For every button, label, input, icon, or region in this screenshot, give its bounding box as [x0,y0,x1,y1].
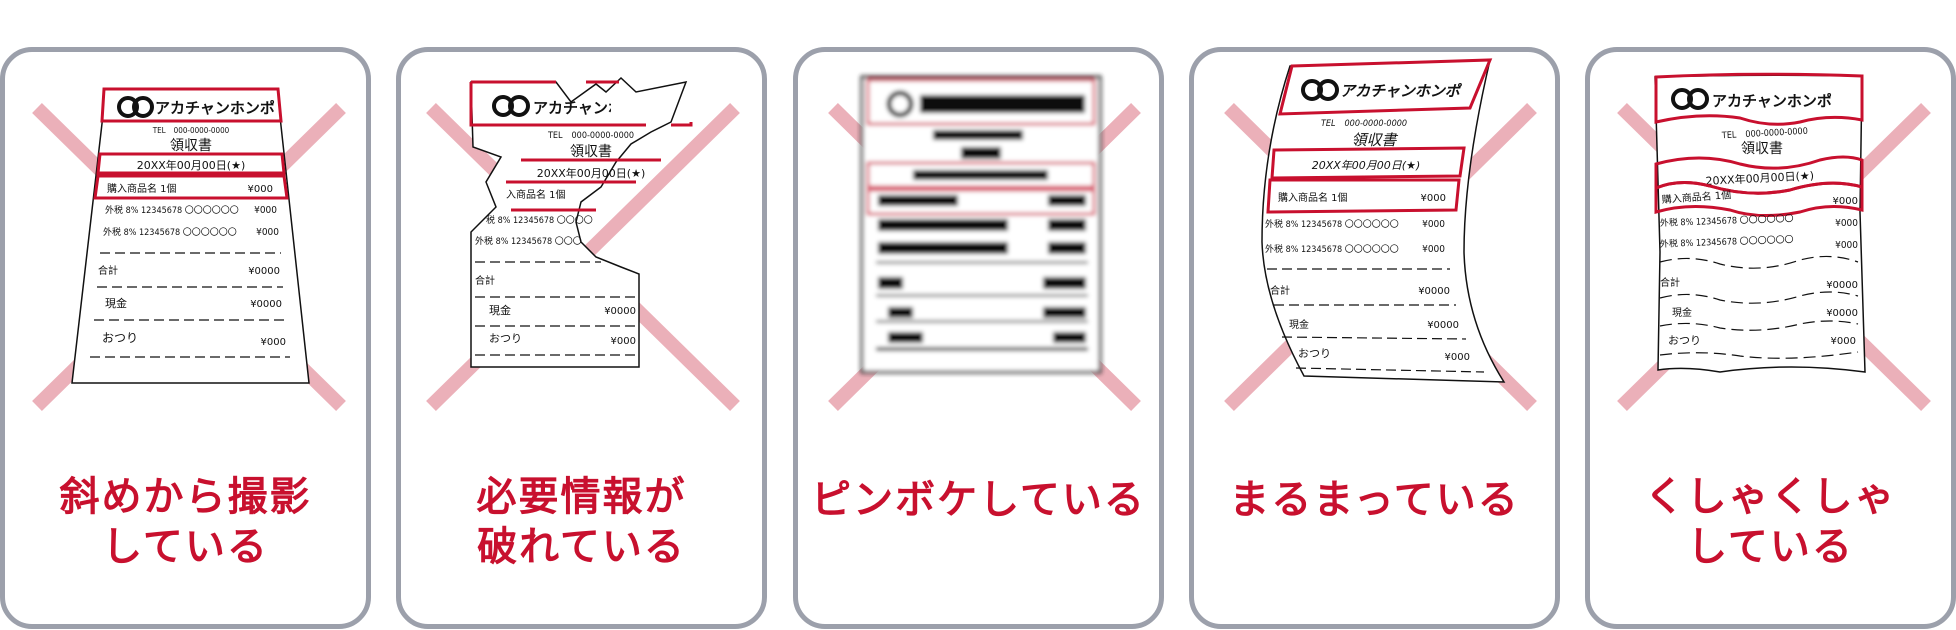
skewed-receipt-illustration: アカチャンホンポ TEL 000-0000-0000 領収書 20XX年00月0… [32,87,346,411]
date: 20XX年00月00日(★) [137,158,246,172]
receipt-title: 領収書 [570,143,612,160]
total-value: ¥0000 [1826,280,1858,291]
card-blurry: ピンボケしている [793,47,1164,629]
store-name: アカチャンホンポ [155,99,275,117]
curled-receipt-illustration: アカチャンホンポ TEL 000-0000-0000 領収書 20XX年00月0… [1224,58,1537,411]
item-name: 購入商品名 1個 [107,182,177,195]
change-value: ¥000 [1831,336,1856,347]
tax-line: 外税 8% 12345678 〇〇〇〇〇〇 [1265,243,1399,255]
total-value: ¥0000 [248,266,280,277]
tax-price: ¥000 [1422,244,1445,255]
item-name-partial: 入商品名 1個 [506,188,566,201]
card-label: くしゃくしゃ している [1590,472,1951,572]
tax-price: ¥000 [1422,219,1445,230]
tax-line: 外税 8% 12345678 〇〇〇〇〇〇 [1265,218,1399,230]
cash-label: 現金 [1289,318,1309,331]
cash-value: ¥0000 [250,299,282,310]
receipt-blurred [860,75,1102,374]
card-label: 斜めから撮影 している [5,472,366,572]
date: 20XX年00月00日(★) [537,166,646,180]
cash-label: 現金 [105,296,127,310]
receipt-torn: アカチャンホンポ TEL 000-0000-0000 領収書 20XX年00月0… [469,76,693,368]
tel: TEL 000-0000-0000 [1721,127,1808,142]
store-logo-icon [117,96,154,118]
change-value: ¥000 [611,336,636,347]
item-price: ¥000 [1833,196,1858,207]
receipt-title: 領収書 [1351,131,1398,149]
cash-label: 現金 [1672,306,1692,319]
label-line-1: くしゃくしゃ [1644,474,1897,520]
label-line-2: している [102,524,269,570]
total-label: 合計 [475,274,495,287]
tax-price: ¥000 [256,227,279,238]
label-line-1: まるまっている [1229,477,1520,523]
receipt-title: 領収書 [1741,140,1783,157]
card-curled: アカチャンホンポ TEL 000-0000-0000 領収書 20XX年00月0… [1189,47,1560,629]
card-crumpled: アカチャンホンポ TEL 000-0000-0000 領収書 20XX年00月0… [1585,47,1956,629]
label-line-2: 破れている [477,524,686,570]
torn-receipt-illustration: アカチャンホンポ TEL 000-0000-0000 領収書 20XX年00月0… [426,76,740,411]
change-value: ¥000 [1445,352,1470,363]
cash-label: 現金 [489,303,511,317]
change-label: おつり [489,332,522,345]
receipt-skewed: アカチャンホンポ TEL 000-0000-0000 領収書 20XX年00月0… [71,87,310,384]
item-price: ¥000 [1421,193,1446,204]
card-torn: アカチャンホンポ TEL 000-0000-0000 領収書 20XX年00月0… [396,47,767,629]
total-label: 合計 [1270,284,1290,297]
card-label: ピンボケしている [798,475,1159,525]
change-label: おつり [102,331,138,345]
tel: TEL 000-0000-0000 [152,126,230,135]
change-label: おつり [1668,334,1701,347]
tax-line: 外税 8% 12345678 〇〇〇〇〇〇 [105,204,239,216]
store-name: アカチャンホンポ [1340,82,1463,100]
label-line-1: ピンボケしている [811,477,1146,523]
total-value: ¥0000 [1418,286,1450,297]
label-line-2: している [1687,524,1854,570]
blurry-receipt-illustration [828,75,1141,411]
date: 20XX年00月00日(★) [1705,168,1814,188]
total-label: 合計 [1660,276,1680,289]
tax-price: ¥000 [1835,240,1858,251]
cash-value: ¥0000 [1826,308,1858,319]
receipt-curled: アカチャンホンポ TEL 000-0000-0000 領収書 20XX年00月0… [1261,58,1506,383]
card-label: まるまっている [1194,475,1555,525]
tax-line-partial: 外税 8% 12345678 〇〇〇 [475,235,582,247]
change-label: おつり [1298,347,1331,360]
tax-price: ¥000 [254,205,277,216]
total-label: 合計 [98,264,118,277]
tax-line: 外税 8% 12345678 〇〇〇〇〇〇 [103,226,237,238]
receipt-crumpled: アカチャンホンポ TEL 000-0000-0000 領収書 20XX年00月0… [1654,72,1866,373]
tel: TEL 000-0000-0000 [547,131,634,141]
store-name: アカチャンホンポ [1712,92,1832,110]
item-name: 購入商品名 1個 [1278,191,1348,204]
item-price: ¥000 [248,184,273,195]
receipt-title: 領収書 [170,137,212,154]
cash-value: ¥0000 [604,306,636,317]
card-skewed: アカチャンホンポ TEL 000-0000-0000 領収書 20XX年00月0… [0,47,371,629]
change-value: ¥000 [261,337,286,348]
card-label: 必要情報が 破れている [401,472,762,572]
date: 20XX年00月00日(★) [1312,159,1421,172]
crumpled-receipt-illustration: アカチャンホンポ TEL 000-0000-0000 領収書 20XX年00月0… [1617,72,1931,411]
cash-value: ¥0000 [1427,320,1459,331]
tel: TEL 000-0000-0000 [1321,119,1407,129]
label-line-1: 斜めから撮影 [59,474,312,520]
label-line-1: 必要情報が [476,474,687,520]
tax-price: ¥000 [1835,218,1858,229]
tax-line-partial: 税 8% 12345678 〇〇〇〇 [486,214,593,226]
store-name: アカチャンホンポ [533,99,653,117]
